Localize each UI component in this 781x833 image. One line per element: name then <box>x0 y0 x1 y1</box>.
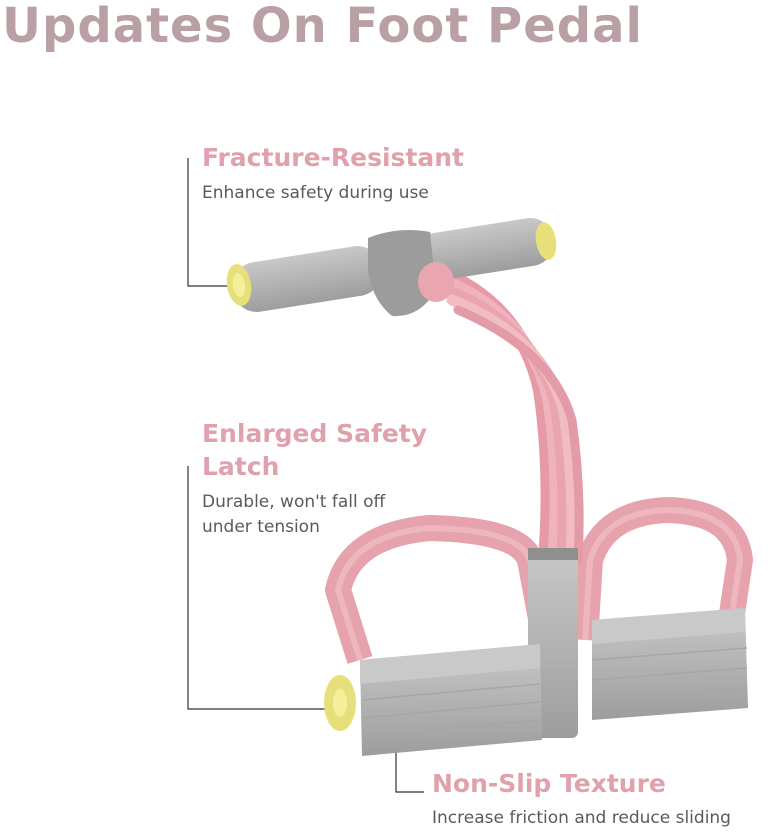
feature-title-fracture-resistant: Fracture-Resistant <box>202 143 465 172</box>
right-footrest <box>591 608 748 720</box>
feature-description-fracture-resistant: Enhance safety during use <box>202 183 429 203</box>
left-footrest <box>324 644 542 756</box>
handle <box>226 218 557 317</box>
feature-description-non-slip-texture: Increase friction and reduce sliding <box>432 808 731 828</box>
feature-title-safety-latch-line-2: Latch <box>202 452 280 481</box>
feature-title-safety-latch-line-1: Enlarged Safety <box>202 419 428 448</box>
feature-description-safety-latch-line-1: Durable, won't fall off <box>202 492 386 512</box>
tension-tubes <box>423 261 584 567</box>
feature-title-non-slip-texture: Non-Slip Texture <box>432 769 666 798</box>
page-title: Updates On Foot Pedal <box>2 0 643 54</box>
feature-description-safety-latch-line-2: under tension <box>202 517 320 537</box>
